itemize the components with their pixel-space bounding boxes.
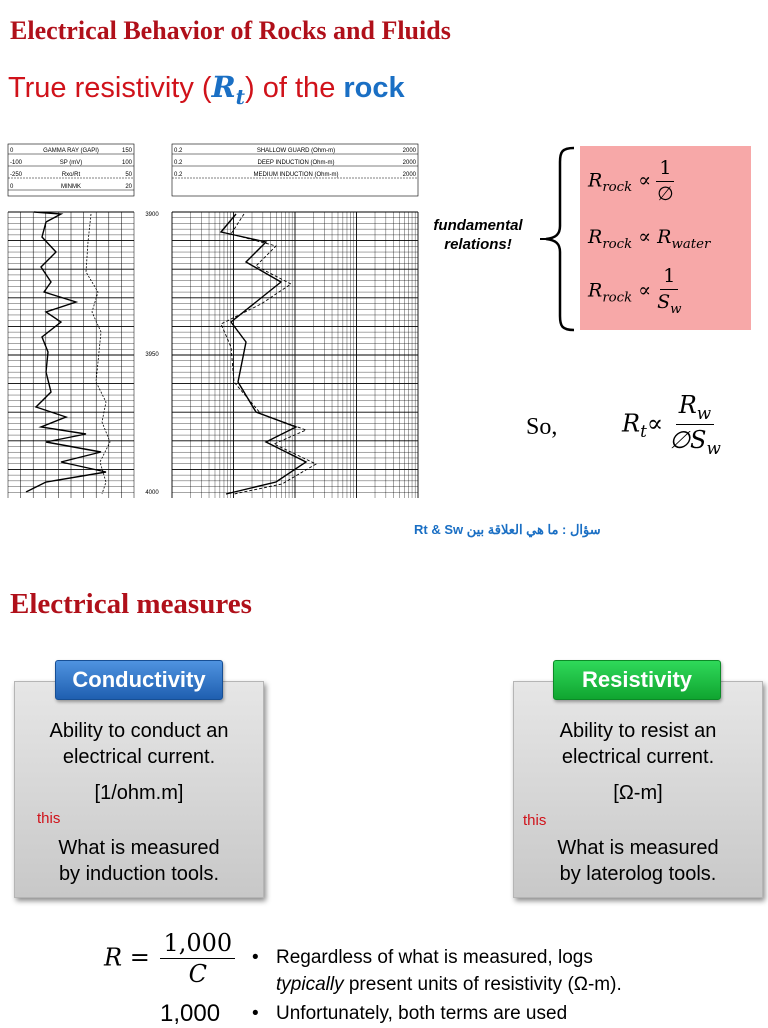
arabic-question: سؤال : ما هي العلاقة بين Rt & Sw [414, 522, 601, 537]
bullet-1-line2: present units of resistivity (Ω-m). [343, 974, 622, 995]
left-header-box [7, 143, 135, 197]
left-header-name: Rxo/Rt [62, 172, 81, 178]
right-header-box [171, 143, 419, 197]
sp-curve [85, 213, 111, 495]
left-header-max: 150 [122, 148, 133, 154]
right-header-min: 0.2 [174, 148, 183, 154]
log-track-right [171, 211, 419, 498]
resistivity-line3: What is measured [557, 837, 719, 859]
subtitle-prefix: True resistivity ( [8, 72, 212, 104]
left-header-min: 0 [10, 148, 14, 154]
bullet-1-italic: typically [276, 974, 344, 995]
gamma-ray-curve [25, 211, 107, 493]
bullet-1-line1: Regardless of what is measured, logs [276, 947, 593, 968]
left-header-name: GAMMA RAY (GAPI) [43, 148, 99, 154]
right-header-min: 0.2 [174, 172, 183, 178]
conductivity-line2: electrical current. [62, 746, 216, 768]
subtitle-rock: rock [343, 72, 405, 104]
relation-water: Rrock ∝ Rwater [588, 226, 711, 252]
rt-proportionality: Rt∝Rw∅Sw [622, 391, 721, 459]
conductivity-note: this [37, 810, 61, 827]
bullet-2-line1: Unfortunately, both terms are used [276, 1003, 568, 1024]
conductivity-units: [1/ohm.m] [94, 782, 184, 804]
resistivity-card: Ability to resist an electrical current.… [513, 681, 763, 898]
conductivity-tag: Conductivity [55, 660, 223, 700]
left-header-min: -100 [10, 160, 23, 166]
page-title: Electrical Behavior of Rocks and Fluids [10, 16, 451, 45]
fundamental-relations-label: fundamental relations! [418, 216, 538, 254]
so-label: So, [526, 414, 558, 440]
right-header-max: 2000 [403, 160, 417, 166]
right-header-name: DEEP INDUCTION (Ohm-m) [258, 160, 335, 166]
subtitle-mid: ) of the [245, 72, 344, 104]
log-curves [25, 211, 317, 495]
right-header-name: MEDIUM INDUCTION (Ohm-m) [254, 172, 339, 178]
right-header-name: SHALLOW GUARD (Ohm-m) [257, 148, 335, 154]
right-header-max: 2000 [403, 172, 417, 178]
resistivity-line1: Ability to resist an [559, 720, 717, 742]
fundamental-line1: fundamental [433, 217, 523, 234]
conductivity-line1: Ability to conduct an [49, 720, 229, 742]
left-header-max: 50 [125, 172, 132, 178]
relation-porosity: Rrock ∝1∅ [588, 157, 675, 205]
log-track-left [7, 211, 135, 498]
depth-labels: 3900 3950 4000 [145, 212, 159, 496]
curly-brace [540, 146, 575, 332]
well-log-figure: 0 GAMMA RAY (GAPI) 150 -100 SP (mV) 100 -250 Rx… [7, 143, 419, 498]
left-header-min: 0 [10, 184, 14, 190]
conductivity-line3: What is measured [58, 837, 220, 859]
left-header-max: 20 [125, 184, 132, 190]
conductivity-line4: by induction tools. [58, 863, 220, 885]
resistivity-units: [Ω-m] [613, 782, 663, 804]
depth-label: 3950 [145, 352, 159, 358]
left-header-name: MINMK [61, 184, 81, 190]
section-title: Electrical measures [10, 588, 252, 620]
second-formula-numerator: 1,000 [160, 1000, 221, 1027]
medium-induction-curve [220, 213, 317, 495]
right-header-max: 2000 [403, 148, 417, 154]
depth-label: 4000 [145, 490, 159, 496]
depth-label: 3900 [145, 212, 159, 218]
fundamental-line2: relations! [444, 236, 512, 253]
subtitle-symbol: Rt [211, 70, 246, 109]
left-header-max: 100 [122, 160, 133, 166]
left-header-min: -250 [10, 172, 23, 178]
resistivity-line4: by laterolog tools. [559, 863, 717, 885]
log-header-block: 0 GAMMA RAY (GAPI) 150 -100 SP (mV) 100 -250 Rx… [7, 143, 419, 197]
resistivity-tag: Resistivity [553, 660, 721, 700]
deep-induction-curve [219, 213, 308, 495]
conductivity-card: Ability to conduct an electrical current… [14, 681, 264, 898]
left-header-name: SP (mV) [60, 160, 83, 166]
resistivity-note: this [523, 812, 547, 829]
resistivity-line2: electrical current. [561, 746, 715, 768]
subtitle: True resistivity (Rt) of the rock [8, 70, 405, 109]
right-header-min: 0.2 [174, 160, 183, 166]
